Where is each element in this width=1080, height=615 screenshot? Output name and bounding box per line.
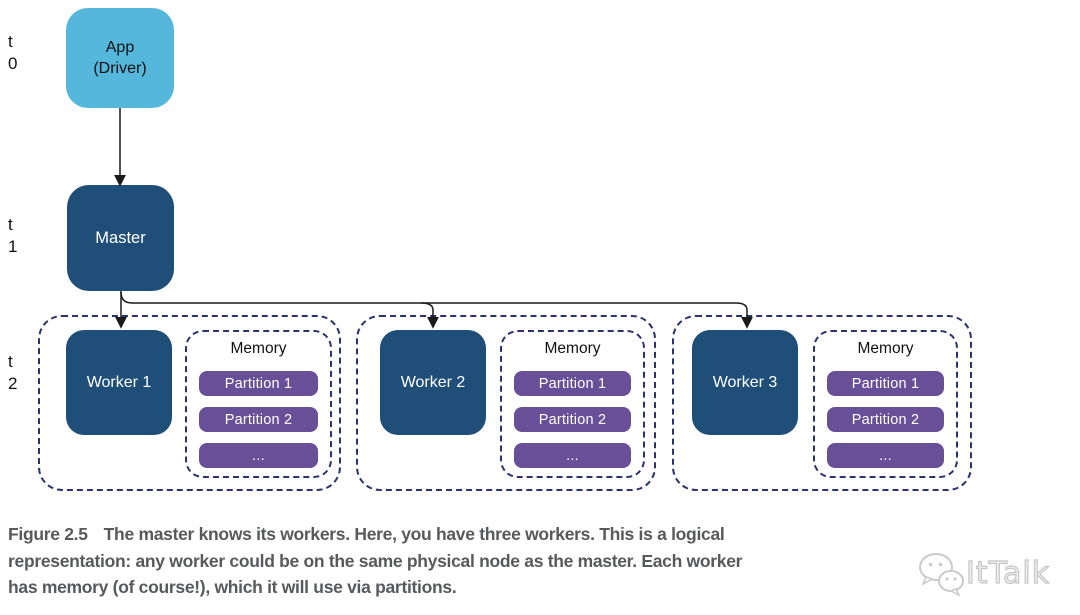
memory-title: Memory	[230, 340, 287, 357]
watermark: ItTalk	[916, 551, 1050, 597]
app-node-label-line1: App	[105, 39, 135, 56]
timeline-index: 1	[8, 237, 18, 256]
partition-box-ellipsis: ...	[827, 443, 944, 468]
worker-group-3: Worker 3 Memory Partition 1 Partition 2 …	[672, 315, 972, 491]
timeline-symbol: t	[8, 215, 13, 234]
caption-line-3: has memory (of course!), which it will u…	[8, 577, 457, 597]
memory-box-3: Memory Partition 1 Partition 2 ...	[813, 330, 958, 478]
app-node-label-line2: (Driver)	[93, 60, 147, 77]
partition-box: Partition 1	[199, 371, 318, 396]
timeline-label-t2: t 2	[8, 351, 30, 395]
partition-box: Partition 1	[514, 371, 631, 396]
partition-box: Partition 2	[827, 407, 944, 432]
timeline-label-t1: t 1	[8, 214, 30, 258]
memory-box-2: Memory Partition 1 Partition 2 ...	[500, 330, 645, 478]
timeline-symbol: t	[8, 32, 13, 51]
memory-box-1: Memory Partition 1 Partition 2 ...	[185, 330, 332, 478]
worker-group-1: Worker 1 Memory Partition 1 Partition 2 …	[38, 315, 341, 491]
worker-2-label: Worker 2	[400, 373, 466, 391]
chat-bubbles-icon	[919, 553, 964, 597]
timeline-index: 2	[8, 374, 18, 393]
timeline-index: 0	[8, 54, 18, 73]
figure-label: Figure 2.5	[8, 524, 88, 544]
memory-title: Memory	[544, 340, 601, 357]
worker-group-2: Worker 2 Memory Partition 1 Partition 2 …	[356, 315, 656, 491]
master-node-label: Master	[95, 228, 146, 247]
worker-1-label: Worker 1	[86, 373, 152, 391]
caption-line-2: representation: any worker could be on t…	[8, 550, 743, 571]
partition-box-ellipsis: ...	[199, 443, 318, 468]
worker-3-label: Worker 3	[712, 373, 778, 391]
master-node: Master	[67, 185, 174, 291]
watermark-text: ItTalk	[965, 555, 1051, 591]
partition-box: Partition 2	[514, 407, 631, 432]
partition-box: Partition 1	[827, 371, 944, 396]
partition-box-ellipsis: ...	[514, 443, 631, 468]
timeline-symbol: t	[8, 352, 13, 371]
partition-box: Partition 2	[199, 407, 318, 432]
memory-title: Memory	[857, 340, 914, 357]
worker-2-node: Worker 2	[380, 330, 486, 435]
timeline-label-t0: t 0	[8, 31, 30, 75]
worker-1-node: Worker 1	[66, 330, 172, 435]
worker-3-node: Worker 3	[692, 330, 798, 435]
app-driver-node: App (Driver)	[66, 8, 174, 108]
